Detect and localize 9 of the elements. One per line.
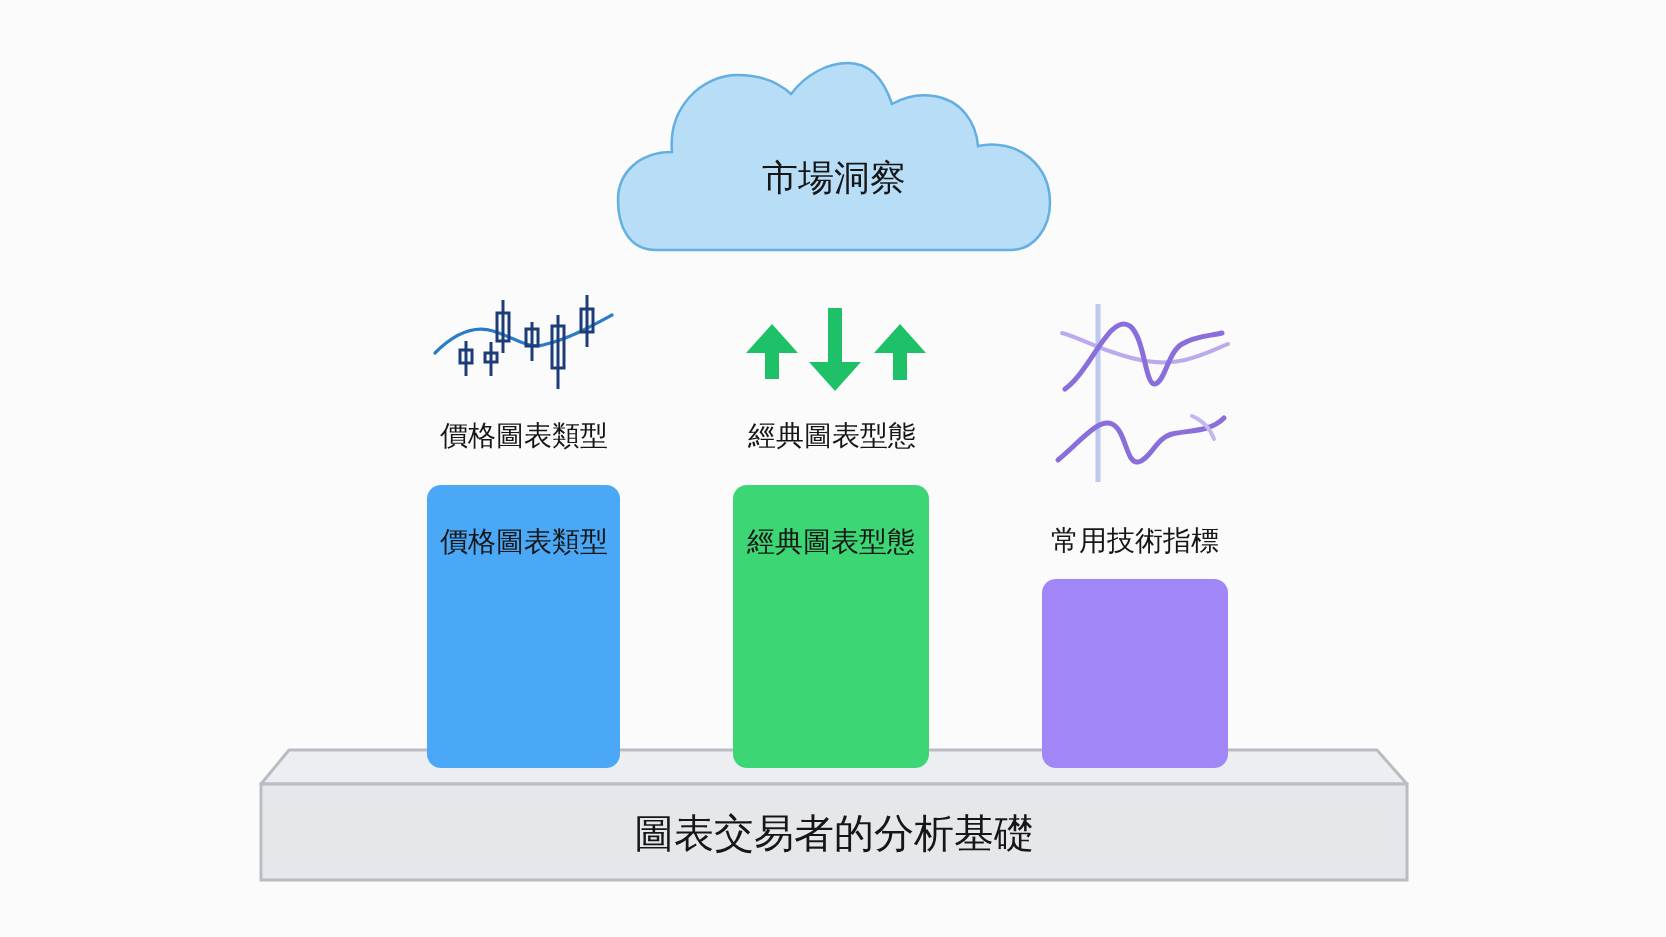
pillar-title: 價格圖表類型 <box>439 525 608 559</box>
platform-title: 圖表交易者的分析基礎 <box>634 809 1034 857</box>
pillar <box>733 485 929 768</box>
pillar-title: 常用技術指標 <box>1051 524 1219 558</box>
icon-caption: 經典圖表型態 <box>748 419 916 453</box>
pillar <box>427 485 620 768</box>
icon-caption: 價格圖表類型 <box>440 419 608 453</box>
pillar-title: 經典圖表型態 <box>747 525 915 559</box>
cloud-title: 市場洞察 <box>762 156 906 200</box>
